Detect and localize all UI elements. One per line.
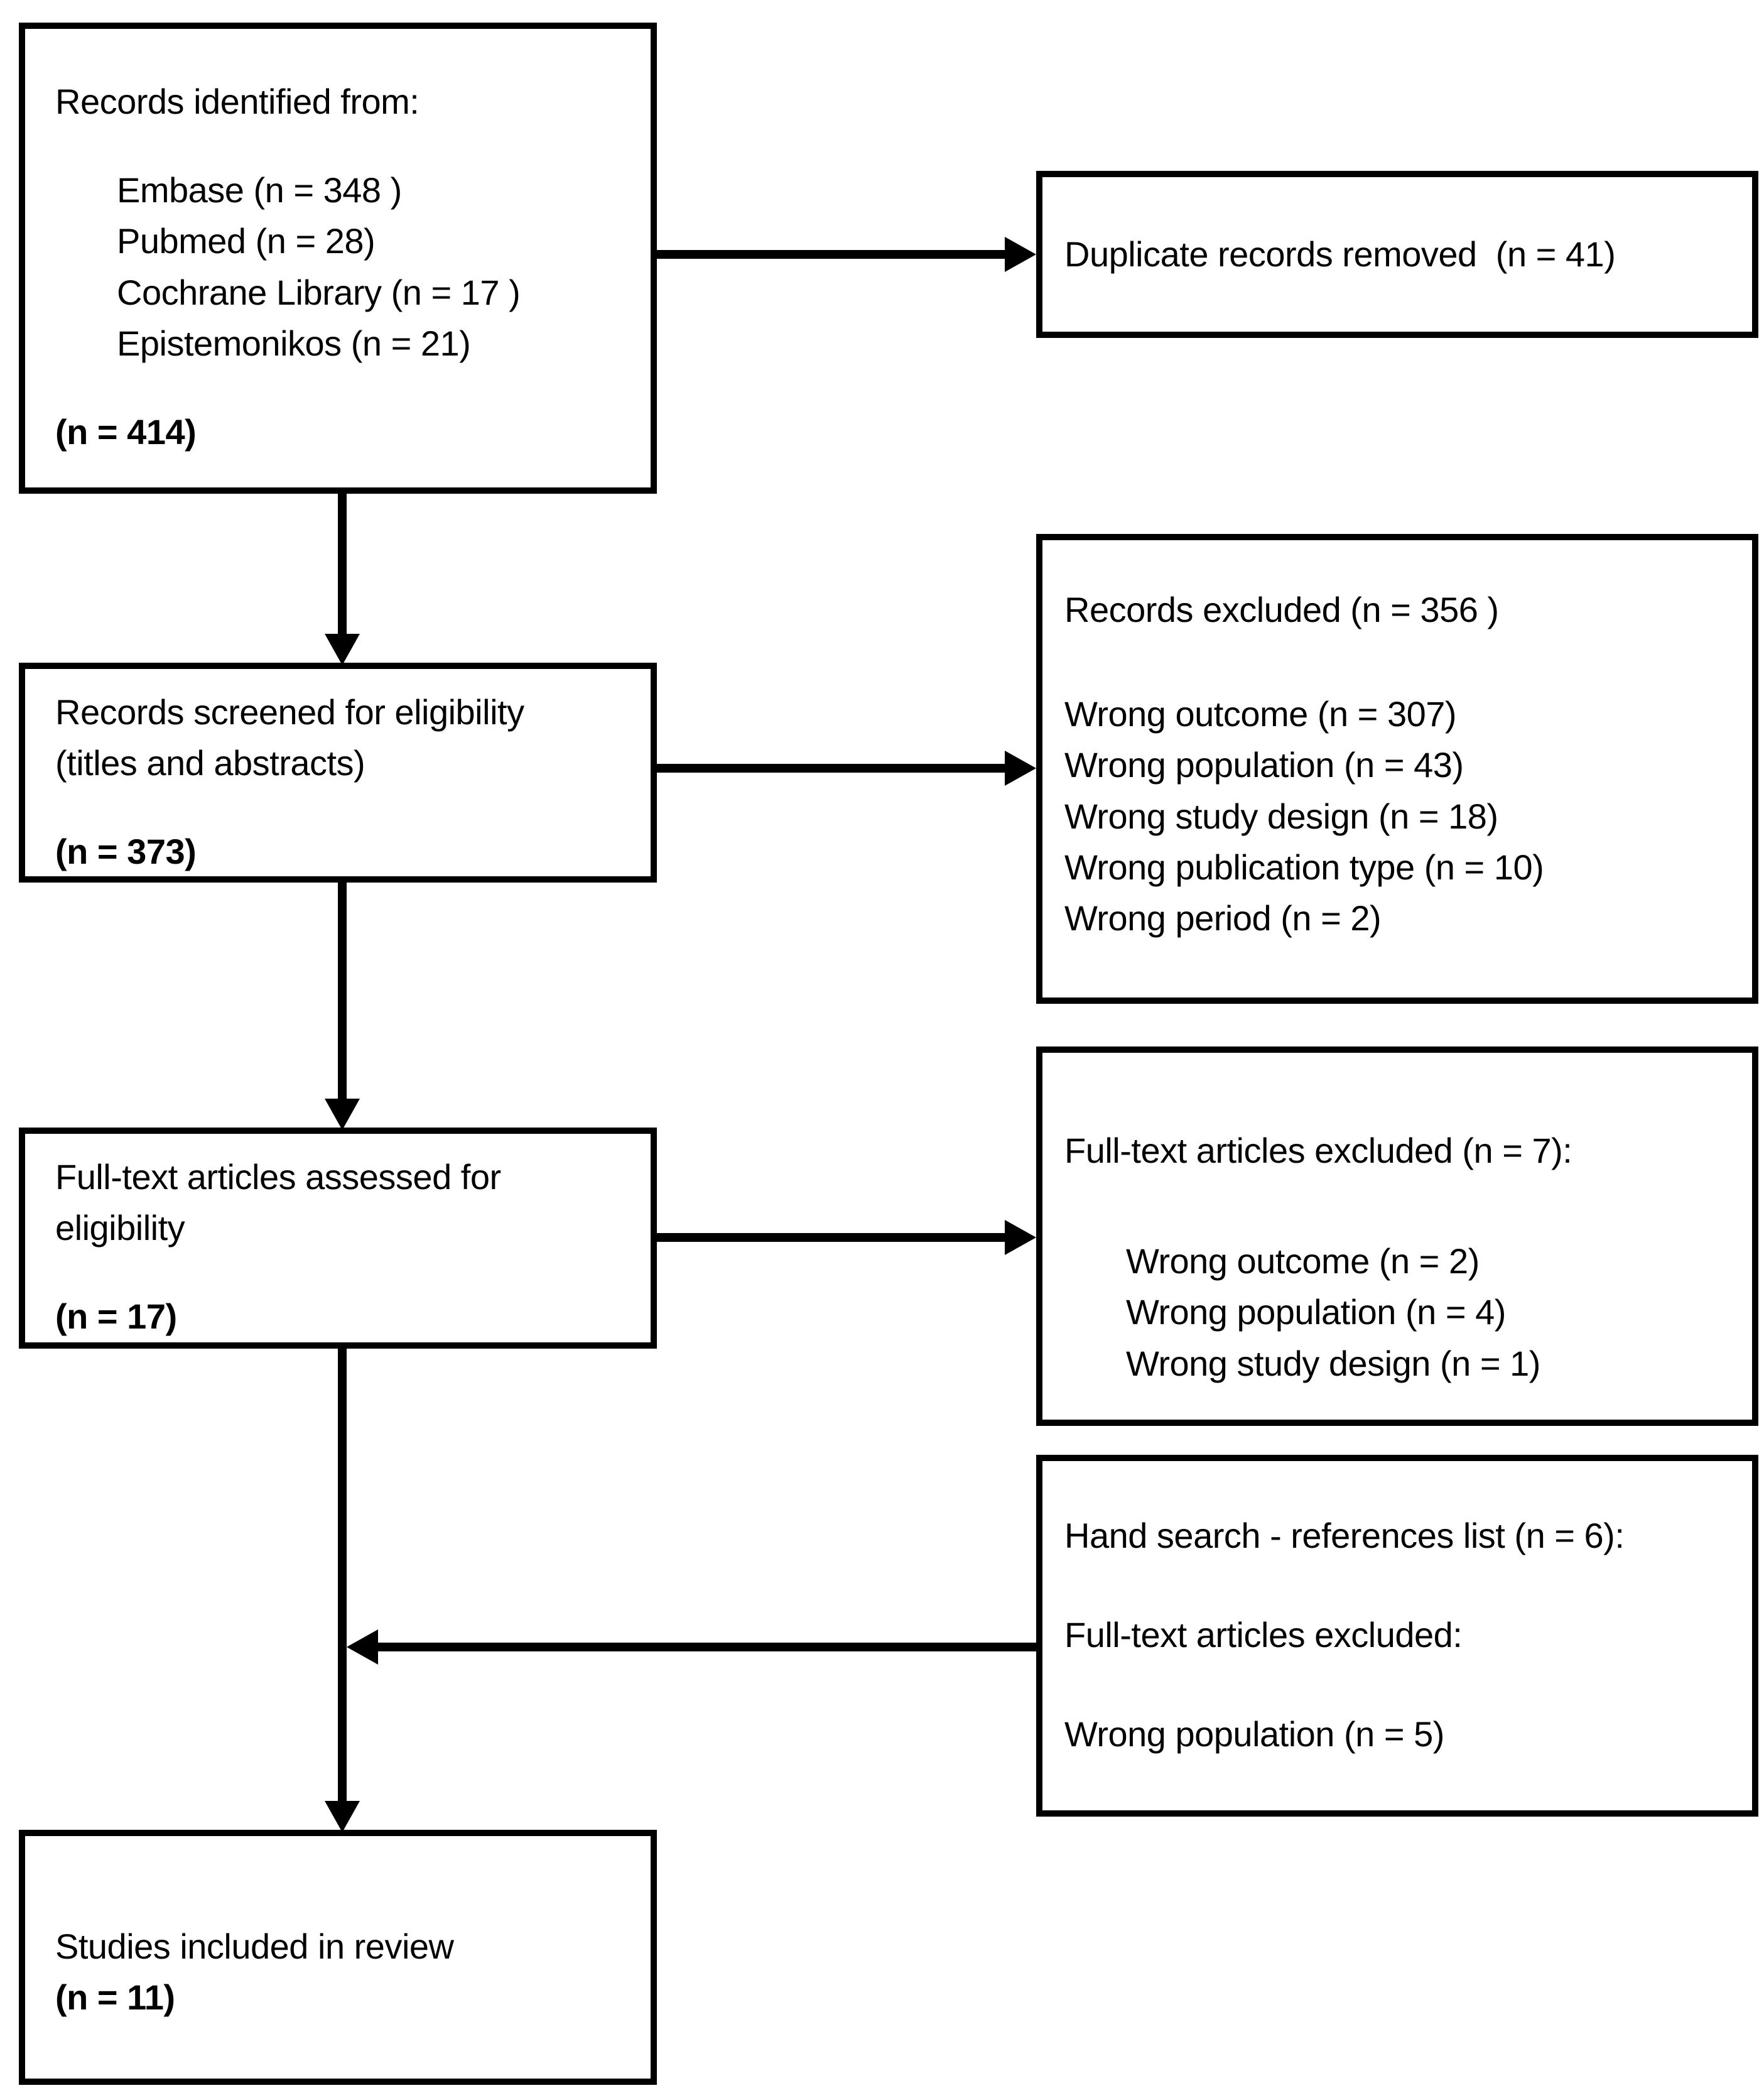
box-content: Full-text articles excluded (n = 7): Wron… <box>1042 1053 1752 1420</box>
text-line: Records excluded (n = 356 ) <box>1064 590 1499 629</box>
text-line: Wrong population (n = 43) <box>1064 745 1464 785</box>
arrow-line <box>657 764 1009 773</box>
arrowhead-down-icon <box>325 634 360 665</box>
text-line: Wrong population (n = 4) <box>1126 1292 1506 1332</box>
arrowhead-left-icon <box>347 1629 378 1665</box>
text-line: Epistemonikos (n = 21) <box>117 323 471 363</box>
blank-line <box>1064 1561 1740 1609</box>
text-line: Studies included in review <box>55 1927 454 1966</box>
blank-line <box>55 369 632 406</box>
box-content: Records identified from: Embase (n = 348 … <box>25 29 651 487</box>
text-line: Records screened for eligibility <box>55 692 524 732</box>
box-content: Studies included in review (n = 11) <box>25 1836 651 2079</box>
box-content: Records excluded (n = 356 ) Wrong outcome… <box>1042 540 1752 998</box>
text-line: Records identified from: <box>55 82 419 121</box>
text-line: Embase (n = 348 ) <box>117 170 402 210</box>
text-line: (n = 373) <box>55 832 197 872</box>
text-line: Full-text articles assessed for eligibil… <box>55 1157 511 1248</box>
text-line: Wrong study design (n = 1) <box>1126 1343 1540 1383</box>
text-line: Pubmed (n = 28) <box>117 221 376 261</box>
box-studies-included: Studies included in review (n = 11) <box>19 1830 657 2085</box>
text-line: Full-text articles excluded: <box>1064 1615 1463 1655</box>
text-line: Hand search - references list (n = 6): <box>1064 1516 1625 1555</box>
blank-line <box>55 788 632 826</box>
box-content: Duplicate records removed (n = 41) <box>1042 229 1752 280</box>
text-line: (n = 11) <box>55 1977 175 2018</box>
box-content: Full-text articles assessed for eligibil… <box>25 1134 651 1342</box>
arrow-handsearch-to-flow <box>347 1629 1036 1665</box>
arrowhead-right-icon <box>1005 751 1036 786</box>
arrowhead-down-icon <box>325 1099 360 1130</box>
text-line: Wrong outcome (n = 2) <box>1126 1241 1480 1281</box>
box-fulltext-assessed: Full-text articles assessed for eligibil… <box>19 1128 657 1349</box>
text-line: Full-text articles excluded (n = 7): <box>1064 1131 1572 1170</box>
arrow-line <box>377 1643 1036 1651</box>
box-records-identified: Records identified from: Embase (n = 348 … <box>19 23 657 494</box>
arrow-fulltext-to-included <box>325 1349 360 1832</box>
arrow-identified-to-screened <box>325 494 360 665</box>
text-line: Cochrane Library (n = 17 ) <box>117 272 521 312</box>
arrow-line <box>338 1349 347 1802</box>
arrow-line <box>338 494 347 635</box>
arrowhead-down-icon <box>325 1801 360 1832</box>
arrow-line <box>657 250 1009 259</box>
box-hand-search: Hand search - references list (n = 6): Fu… <box>1036 1455 1758 1817</box>
text-line: Wrong period (n = 2) <box>1064 898 1382 938</box>
arrow-line <box>657 1233 1009 1242</box>
blank-line <box>1064 1660 1740 1709</box>
arrowhead-right-icon <box>1005 1220 1036 1255</box>
text-line: Wrong publication type (n = 10) <box>1064 847 1544 887</box>
box-duplicate-records-removed: Duplicate records removed (n = 41) <box>1036 171 1758 338</box>
blank-line <box>55 1253 632 1291</box>
box-content: Hand search - references list (n = 6): Fu… <box>1042 1461 1752 1810</box>
text-line: Wrong study design (n = 18) <box>1064 796 1498 836</box>
arrow-identified-to-duplicates <box>657 237 1036 272</box>
text-line: (titles and abstracts) <box>55 743 365 783</box>
text-line: Wrong outcome (n = 307) <box>1064 694 1457 734</box>
box-fulltext-excluded: Full-text articles excluded (n = 7): Wron… <box>1036 1046 1758 1426</box>
box-content: Records screened for eligibility (titles … <box>25 669 651 876</box>
text-line: Wrong population (n = 5) <box>1064 1714 1444 1754</box>
arrow-screened-to-excluded <box>657 751 1036 786</box>
blank-line <box>1064 635 1740 688</box>
blank-line <box>55 127 632 165</box>
arrow-fulltext-to-excluded <box>657 1220 1036 1255</box>
arrow-screened-to-fulltext <box>325 883 360 1130</box>
text-line: Duplicate records removed (n = 41) <box>1064 234 1616 275</box>
box-records-screened: Records screened for eligibility (titles … <box>19 663 657 883</box>
blank-line <box>1064 1176 1740 1236</box>
arrowhead-right-icon <box>1005 237 1036 272</box>
text-line: (n = 414) <box>55 411 197 452</box>
box-records-excluded: Records excluded (n = 356 ) Wrong outcome… <box>1036 534 1758 1004</box>
text-line: (n = 17) <box>55 1297 177 1337</box>
arrow-line <box>338 883 347 1100</box>
